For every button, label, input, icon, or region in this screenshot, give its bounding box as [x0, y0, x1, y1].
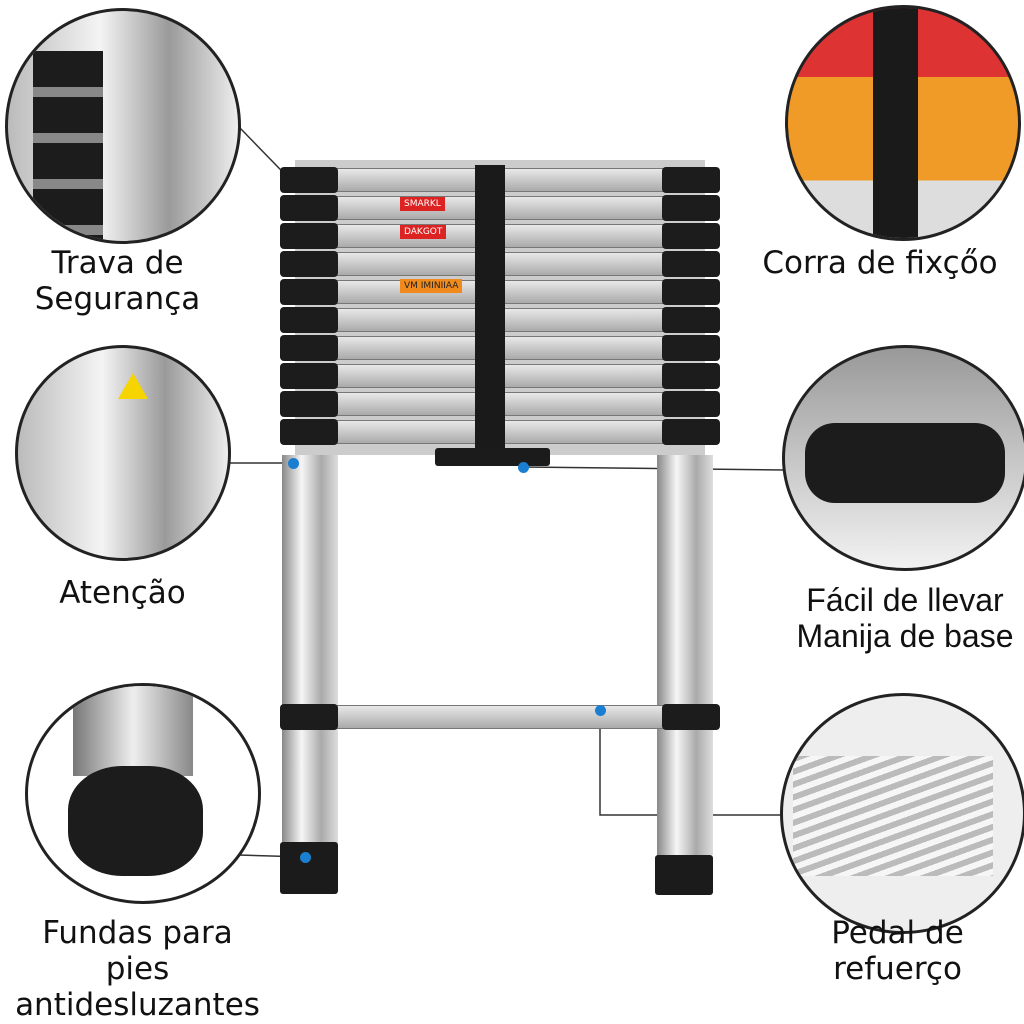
foot-detail-image — [25, 683, 261, 904]
marker-dot — [595, 705, 606, 716]
label-warning: Atenção — [59, 575, 186, 611]
sticker: DAKGOT — [400, 225, 447, 239]
right-foot-cap — [655, 855, 713, 895]
warning-detail-image — [15, 345, 231, 561]
handle-detail-image — [782, 345, 1024, 571]
carry-handle — [435, 448, 550, 466]
marker-dot — [300, 852, 311, 863]
lock-detail-image — [5, 8, 241, 244]
right-leg — [657, 455, 713, 855]
strap — [475, 165, 505, 450]
pedal-detail-image — [780, 693, 1024, 934]
left-leg — [282, 455, 338, 855]
marker-dot — [518, 462, 529, 473]
left-foot-cap — [280, 842, 338, 894]
sticker: VM IMINIIAA — [400, 279, 463, 293]
marker-dot — [288, 458, 299, 469]
label-strap: Corra de fixçőo — [762, 245, 998, 281]
sticker: SMARKL — [400, 197, 445, 211]
strap-detail-image — [785, 5, 1021, 241]
